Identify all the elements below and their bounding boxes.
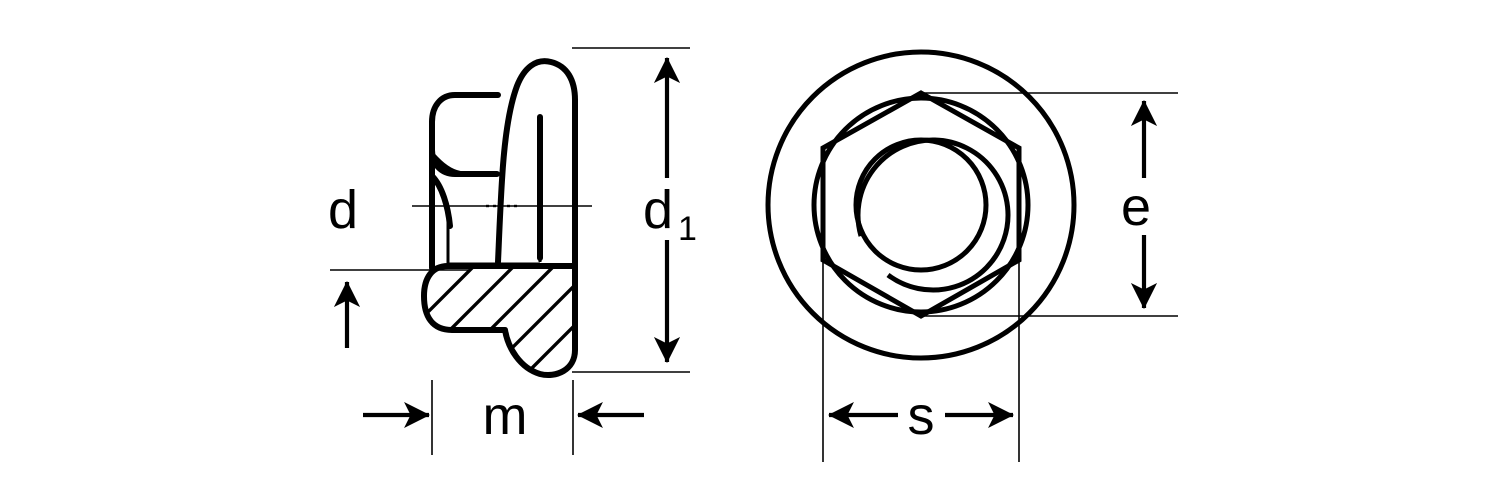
front-view-extension-lines [822,92,1178,462]
dimension-m-label: m [483,386,528,446]
dimension-d1-subscript: 1 [678,210,697,248]
front-view: e s [765,49,1178,462]
side-section-view: d d 1 m [328,47,697,455]
dimension-e-label: e [1121,177,1151,237]
hex-body-inner-chamfer [429,152,463,177]
hexagon-outline [820,90,1022,319]
dimension-d1: d 1 [643,56,697,364]
side-view-interior-lines [446,210,542,266]
dimension-s-label: s [908,386,935,446]
nut-body-outline [429,58,578,271]
thread-crest-circle [853,137,989,273]
flange-outer-circle [765,49,1077,361]
flange-section-outline [421,263,578,378]
dimension-s: s [827,386,1015,446]
dimension-d: d [328,180,361,348]
flange-section-hatched [421,263,578,378]
dimension-m: m [363,386,644,446]
dimension-e: e [1121,99,1158,310]
dimension-d1-label: d [643,180,673,240]
dimension-d-label: d [328,180,358,240]
hex-chamfer-circle [811,95,1031,315]
thread-root-arc [855,137,1011,293]
flange-top-profile [495,58,578,265]
